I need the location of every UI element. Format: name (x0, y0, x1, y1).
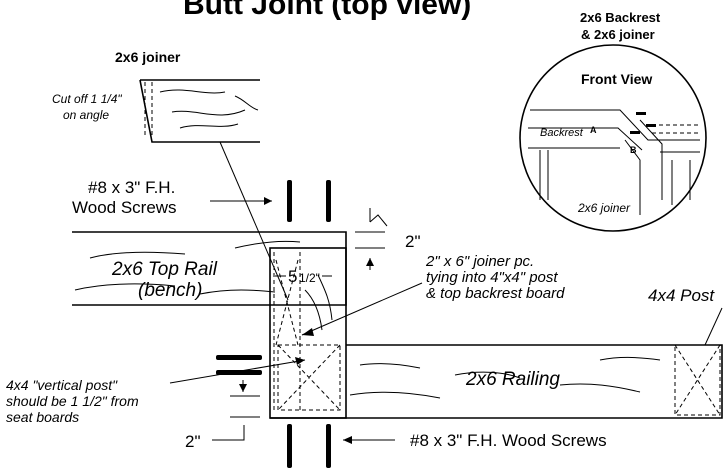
vertical-post-note-3: seat boards (6, 409, 79, 425)
screw-bottom-arrowhead (343, 436, 352, 444)
vertical-post-note-1: 4x4 "vertical post" (6, 377, 118, 393)
screws-bottom (287, 424, 331, 468)
width-label-frac: 1/2" (299, 271, 320, 285)
joiner-leader-line (219, 141, 289, 301)
cut-note-line-2: on angle (63, 108, 109, 122)
vertical-post-note-2: should be 1 1/2" from (6, 393, 139, 409)
screw-top-arrowhead (264, 197, 272, 205)
screws-top (287, 180, 331, 222)
joiner-pc-note-3: & top backrest board (426, 285, 565, 302)
screws-side (216, 355, 262, 375)
width-label-main: 5 (288, 267, 297, 286)
top-rail-label-2: (bench) (138, 280, 202, 301)
railing-label: 2x6 Railing (465, 369, 560, 390)
cut-note-line-1: Cut off 1 1/4" (52, 92, 122, 106)
bottom-dim-arrowhead (239, 384, 247, 392)
joiner-detail (139, 79, 260, 143)
post-leader (704, 307, 723, 346)
inset-heading-1: 2x6 Backrest (580, 10, 661, 25)
joiner-label: 2x6 joiner (115, 49, 181, 65)
inset-joiner-label: 2x6 joiner (577, 201, 631, 215)
inset-front-view (519, 44, 707, 232)
diagram-title: Butt Joint (top view) (183, 0, 471, 21)
vertical-post-leader (169, 359, 306, 384)
dim-bottom-leader (212, 425, 245, 441)
dim-top-label: 2" (405, 232, 421, 251)
dim-bottom-label: 2" (185, 432, 201, 451)
joiner-pc-arrowhead (302, 328, 314, 336)
inset-heading-2: & 2x6 joiner (581, 27, 655, 42)
post-label: 4x4 Post (648, 286, 715, 305)
inset-label-a: A (590, 125, 597, 135)
joiner-pc-note-1: 2" x 6" joiner pc. (425, 253, 534, 270)
joiner-pc-leader (301, 282, 423, 336)
inset-label-b: B (630, 145, 637, 155)
vertical-post-arrowhead (295, 357, 305, 365)
top-rail-label-1: 2x6 Top Rail (111, 259, 218, 280)
post-block (269, 247, 347, 419)
screw-note-top-line-1: #8 x 3" F.H. (88, 178, 175, 197)
dim-top-marker (355, 208, 388, 270)
screw-note-top-line-2: Wood Screws (72, 198, 177, 217)
railing (270, 344, 723, 419)
inset-front-view-label: Front View (581, 71, 652, 87)
joiner-pc-note-2: tying into 4"x4" post (426, 269, 558, 286)
inset-backrest-label: Backrest (540, 127, 584, 139)
screw-note-bottom: #8 x 3" F.H. Wood Screws (410, 431, 607, 450)
